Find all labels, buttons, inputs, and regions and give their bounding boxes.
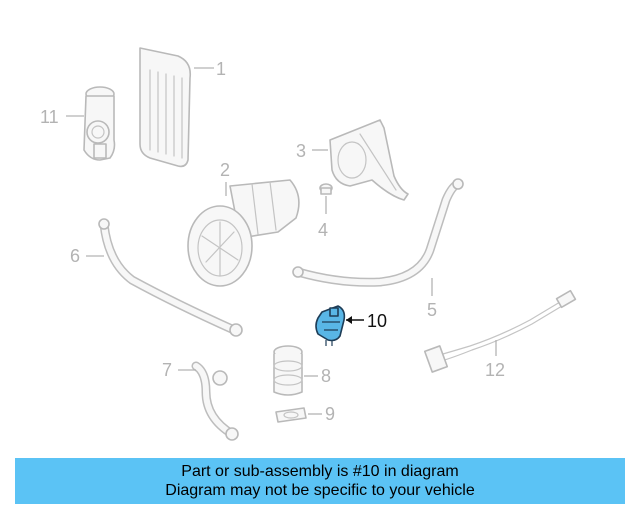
parts-diagram: 1 2 3 4 5 6 7 8 9 10 11 12 [40,47,577,441]
part-3-bracket [312,119,409,201]
part-2-air-pump [187,179,300,287]
part-4-fitting [319,183,333,214]
callout-7: 7 [162,360,172,380]
callout-9: 9 [325,404,335,424]
part-12-sensor [423,289,577,373]
banner-line-1: Part or sub-assembly is #10 in diagram [181,463,459,480]
part-10-valve[interactable] [315,305,364,346]
callout-11: 11 [40,107,59,127]
callout-5: 5 [427,300,437,320]
info-banner: Part or sub-assembly is #10 in diagram D… [15,458,625,504]
part-8-valve-body [273,345,318,396]
callout-3: 3 [296,141,306,161]
part-11-valve-assembly [66,86,116,161]
callout-6: 6 [70,246,80,266]
part-5-hose [292,178,464,296]
part-1-cover [139,47,214,168]
banner-line-2: Diagram may not be specific to your vehi… [165,482,475,499]
callout-8: 8 [321,366,331,386]
part-9-gasket [275,407,322,423]
callout-10: 10 [367,311,387,331]
part-6-hose [86,218,243,337]
callout-4: 4 [318,220,328,240]
callout-1: 1 [216,59,226,79]
callout-12: 12 [485,360,505,380]
callout-2: 2 [220,160,230,180]
part-7-pipe [178,361,239,441]
